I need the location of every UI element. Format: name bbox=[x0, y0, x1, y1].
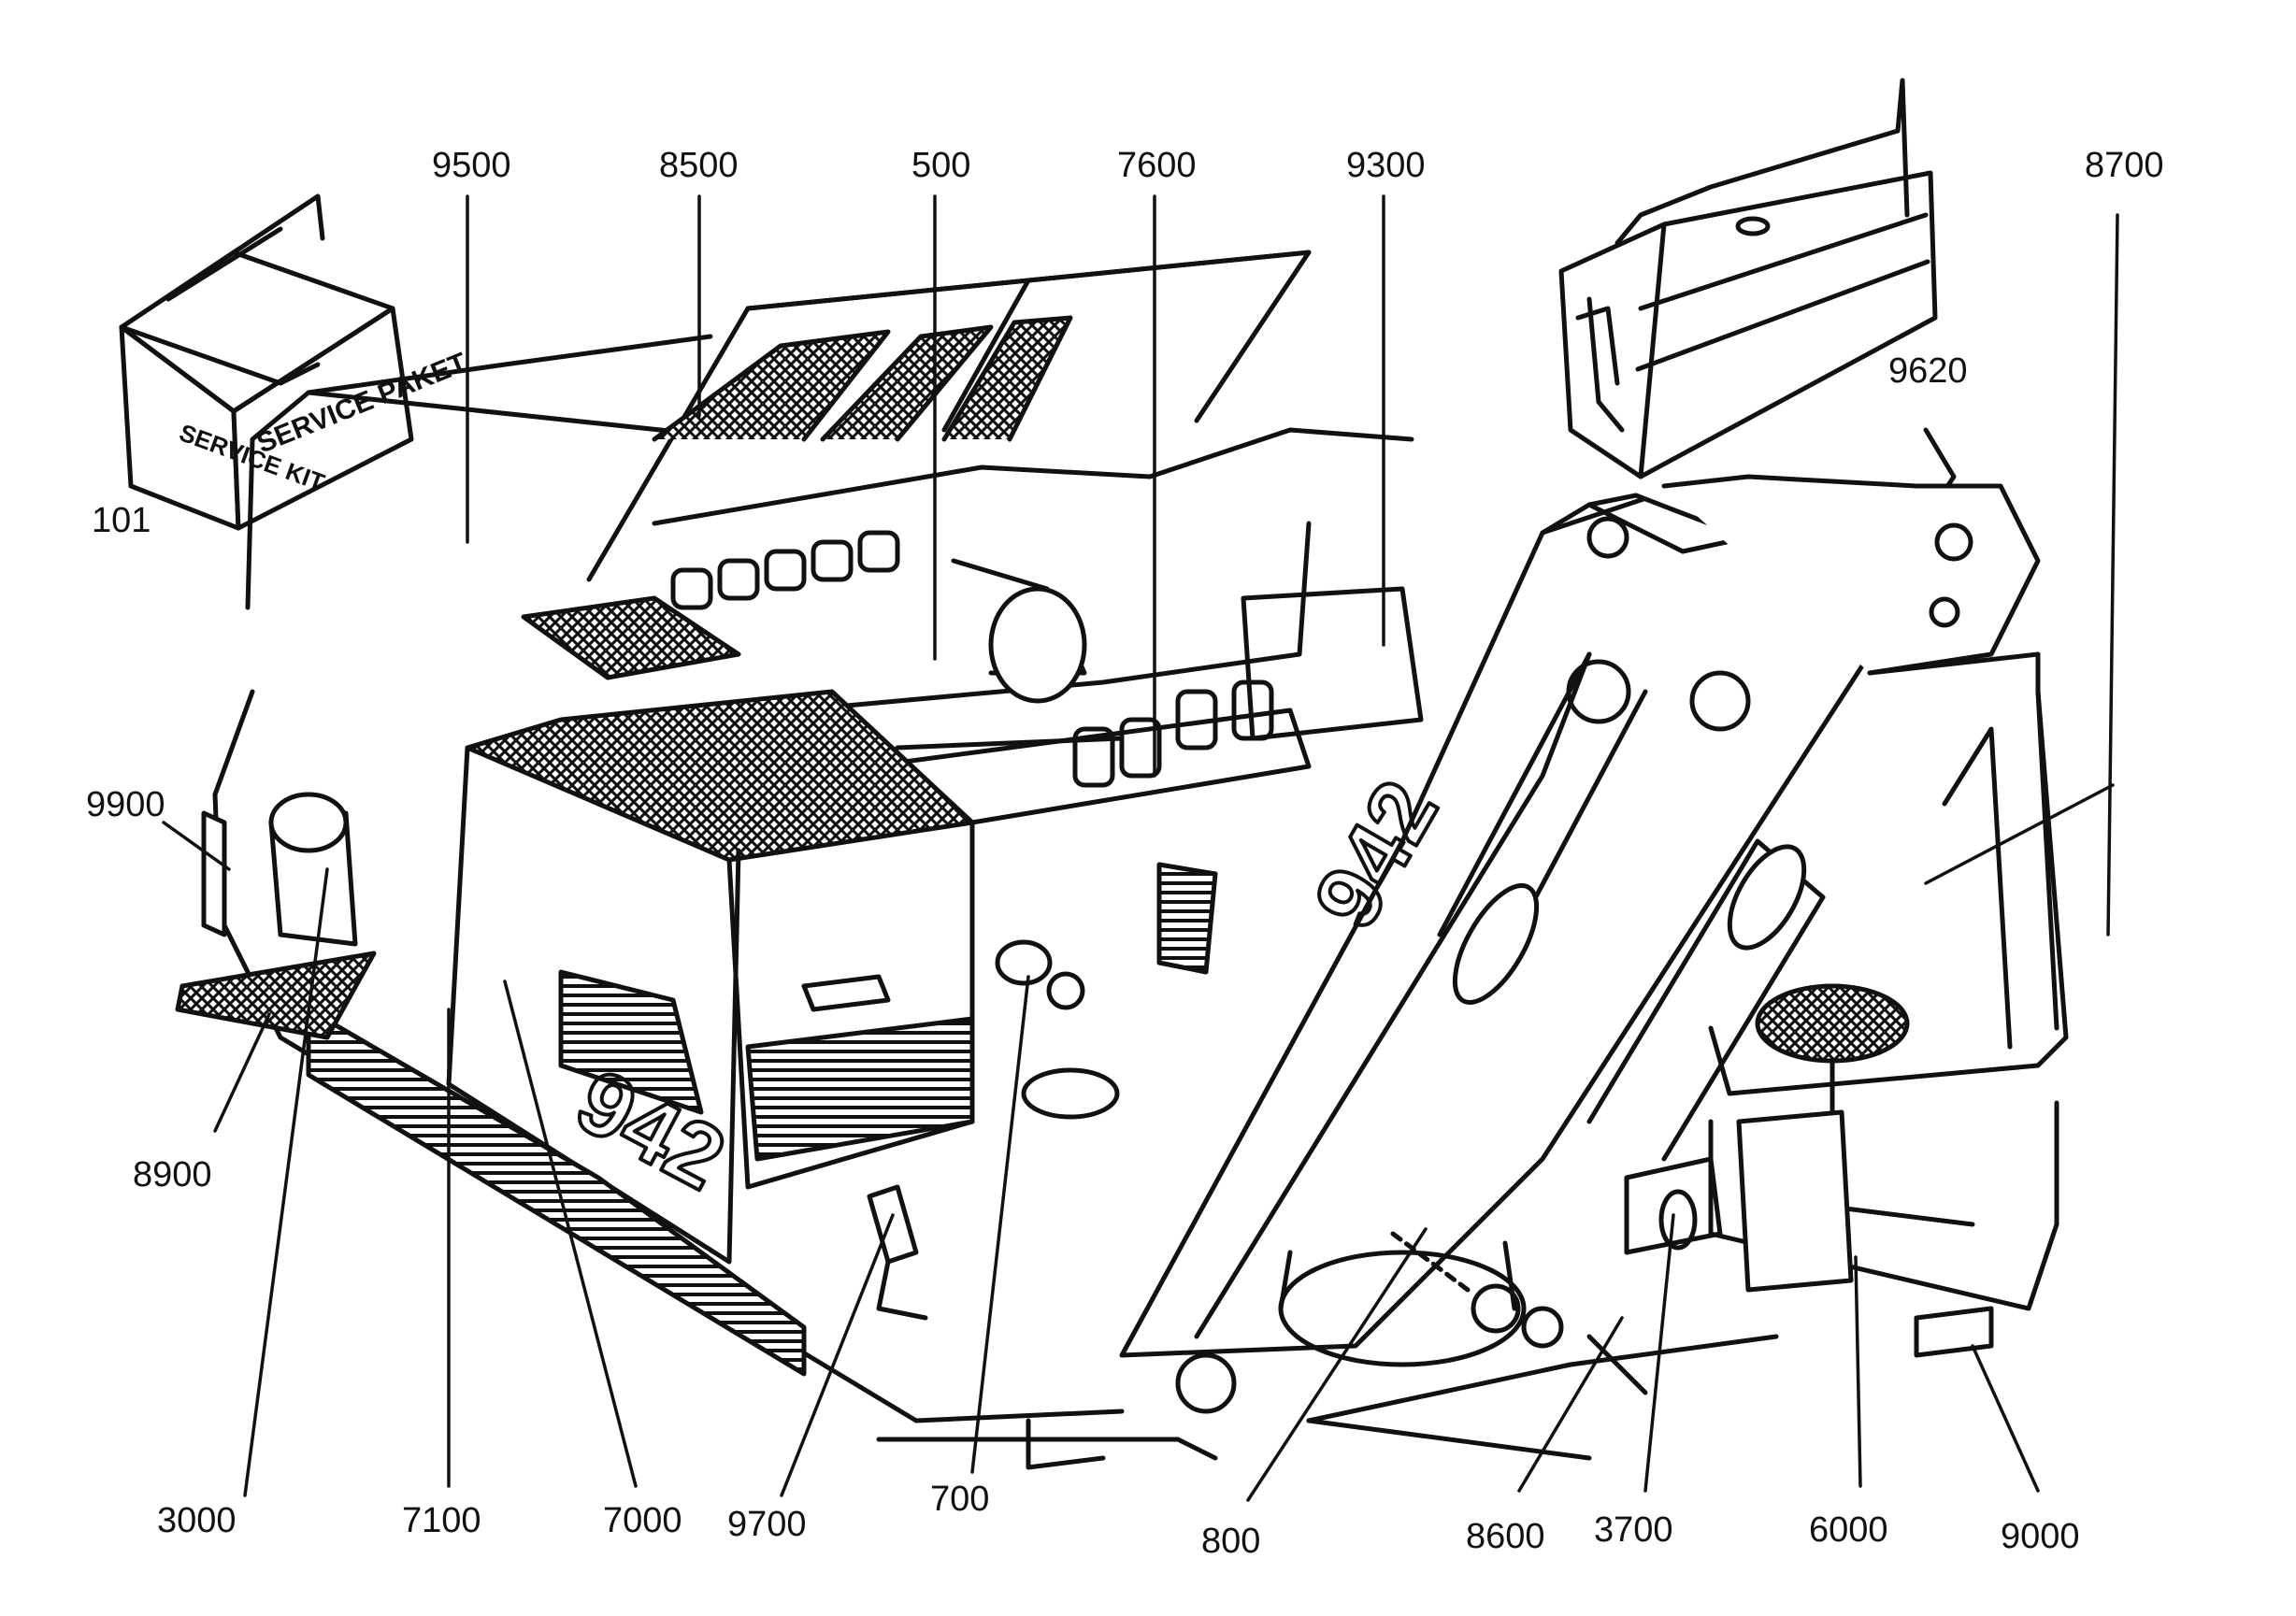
callout-3000: 3000 bbox=[157, 1501, 237, 1540]
callout-9500: 9500 bbox=[432, 146, 511, 185]
service-kit-box bbox=[119, 193, 414, 531]
machine-body bbox=[175, 250, 1414, 1423]
callout-8600: 8600 bbox=[1466, 1517, 1545, 1556]
lower-chassis bbox=[867, 862, 1779, 1470]
callout-3700: 3700 bbox=[1594, 1510, 1673, 1550]
callout-9700: 9700 bbox=[727, 1505, 807, 1544]
operator-frame bbox=[1241, 586, 2069, 1358]
callout-7600: 7600 bbox=[1117, 146, 1197, 185]
callout-7100: 7100 bbox=[402, 1501, 481, 1540]
callout-800: 800 bbox=[1201, 1522, 1261, 1561]
callout-9000: 9000 bbox=[2001, 1517, 2080, 1556]
callout-8900: 8900 bbox=[133, 1155, 212, 1194]
callout-8700: 8700 bbox=[2085, 146, 2164, 185]
callout-9900: 9900 bbox=[86, 785, 165, 824]
callout-9620: 9620 bbox=[1888, 351, 1968, 391]
callout-700: 700 bbox=[930, 1480, 990, 1519]
callout-101: 101 bbox=[92, 501, 151, 540]
callout-7000: 7000 bbox=[603, 1501, 682, 1540]
callout-6000: 6000 bbox=[1809, 1510, 1888, 1550]
callout-9300: 9300 bbox=[1346, 146, 1426, 185]
boom-arm bbox=[1119, 427, 2041, 1414]
callout-8500: 8500 bbox=[659, 146, 739, 185]
leader-lines bbox=[162, 194, 2119, 1502]
tool-box bbox=[1558, 78, 1938, 479]
callout-500: 500 bbox=[911, 146, 971, 185]
